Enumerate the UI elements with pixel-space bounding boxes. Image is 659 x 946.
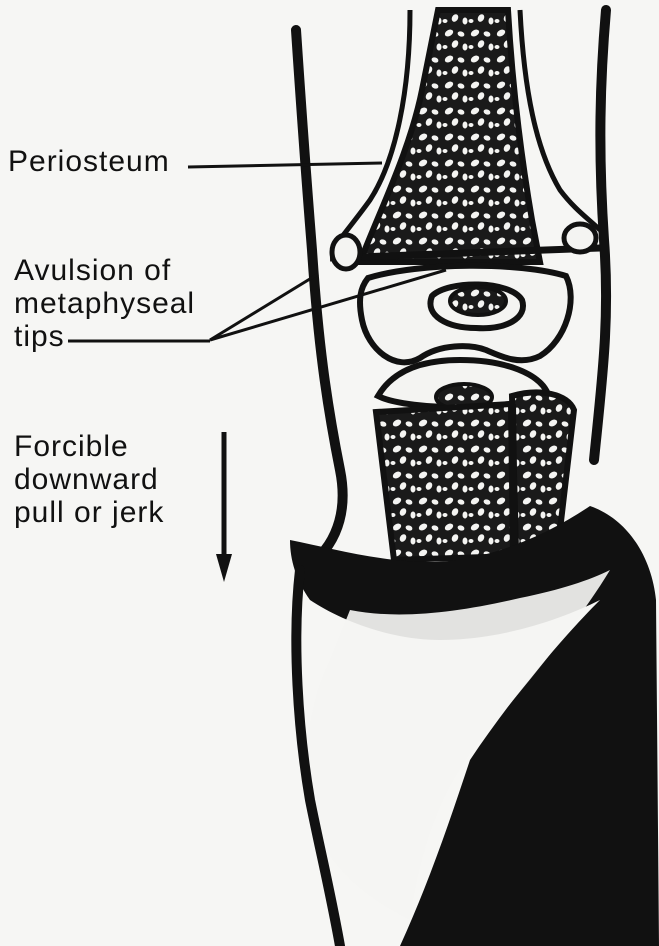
humerus-shaft <box>360 10 540 262</box>
label-force-line-1: Forcible <box>14 430 164 463</box>
leader-line-avulsion-upper <box>210 274 318 340</box>
label-avulsion-line-3: tips <box>14 320 195 353</box>
radius-shaft <box>376 404 516 560</box>
label-force: Forcible downward pull or jerk <box>14 430 164 529</box>
label-avulsion-line-1: Avulsion of <box>14 254 195 287</box>
label-force-line-3: pull or jerk <box>14 496 164 529</box>
avulsion-fragment-left <box>332 235 360 269</box>
arm-left-contour <box>296 30 343 570</box>
label-avulsion-line-2: metaphyseal <box>14 287 195 320</box>
label-avulsion: Avulsion of metaphyseal tips <box>14 254 195 353</box>
label-periosteum: Periosteum <box>8 145 170 178</box>
periosteum-right-line <box>520 10 600 230</box>
leader-line-periosteum <box>188 163 382 167</box>
bone-divider <box>512 404 514 556</box>
arrow-down-icon <box>216 432 232 582</box>
label-force-line-2: downward <box>14 463 164 496</box>
avulsion-fragment-right <box>564 224 596 252</box>
ossification-center-humerus <box>450 287 506 315</box>
